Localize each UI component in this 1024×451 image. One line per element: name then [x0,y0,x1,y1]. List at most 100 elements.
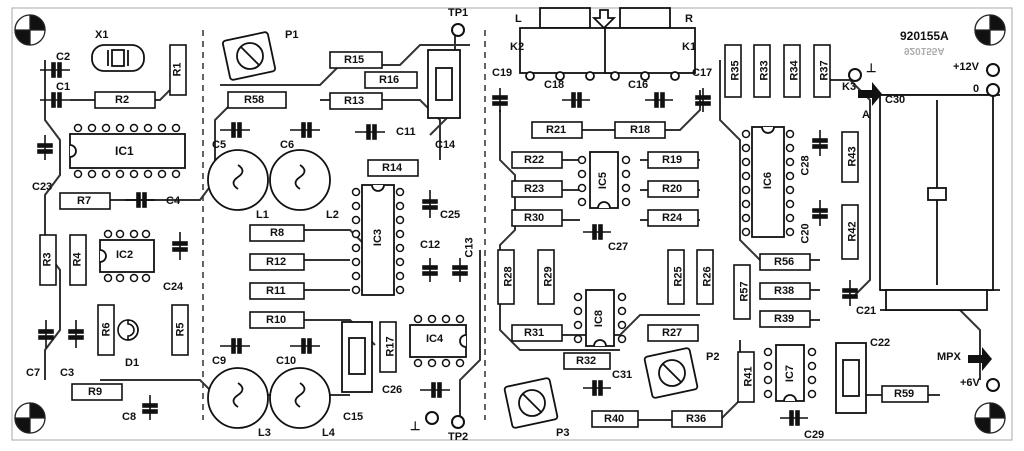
diode-d1 [117,319,139,341]
label-r56: R56 [774,256,795,268]
label-c30: C30 [885,94,906,106]
label-plus6v: +6V [960,377,980,389]
fiducial-bottom-left [14,402,46,434]
label-r31: R31 [524,327,545,339]
label-r38: R38 [774,285,795,297]
label-r34: R34 [788,60,801,81]
label-k2: K2 [510,41,525,53]
label-p3: P3 [556,427,570,439]
label-r2: R2 [115,94,130,106]
ic5-package [577,151,631,209]
label-l4: L4 [322,427,335,439]
label-c28: C28 [799,155,812,176]
label-ic2: IC2 [116,249,134,261]
label-r6: R6 [100,322,113,337]
label-k3: K3 [842,81,857,93]
label-ground-bottom: ⊥ [410,419,421,433]
label-r37: R37 [818,60,831,81]
label-l1: L1 [256,209,269,221]
label-c21: C21 [856,305,877,317]
label-zero: 0 [973,83,980,95]
fiducial-top-right [974,14,1006,46]
potentiometers [222,31,699,429]
label-r29: R29 [542,266,555,287]
label-tp1: TP1 [448,7,469,19]
label-c16: C16 [628,79,649,91]
label-c13: C13 [463,237,476,258]
label-c9: C9 [212,355,227,367]
fiducial-bottom-right [974,402,1006,434]
label-c2: C2 [56,51,71,63]
label-c23: C23 [32,181,53,193]
label-r57: R57 [738,281,751,302]
label-d1: D1 [125,357,140,369]
crystal-x1 [91,44,145,72]
label-r4: R4 [71,252,84,267]
label-c11: C11 [396,126,416,138]
label-c7: C7 [26,367,41,379]
label-r20: R20 [662,183,683,195]
label-r32: R32 [576,355,597,367]
label-r33: R33 [758,60,771,81]
inductors [207,149,331,429]
label-r59: R59 [894,388,915,400]
label-ic1: IC1 [115,144,134,158]
label-ic4: IC4 [426,333,444,345]
label-r58: R58 [244,94,265,106]
label-c18: C18 [544,79,565,91]
label-c15: C15 [343,411,364,423]
label-r21: R21 [546,124,567,136]
label-c29: C29 [804,429,825,441]
label-c25: C25 [440,209,461,221]
label-c1: C1 [56,81,71,93]
label-c19: C19 [492,67,513,79]
label-c5: C5 [212,139,227,151]
board-id-mirrored: 920155A [904,45,945,56]
electrolytic-caps [341,49,994,414]
label-ic3: IC3 [372,228,385,247]
label-r41: R41 [742,366,755,387]
label-ground-top: ⊥ [866,61,877,75]
fiducial-top-left [14,14,46,46]
label-mpx: MPX [937,351,961,363]
label-ic6: IC6 [762,171,775,190]
ic8-package [573,289,627,347]
label-r42: R42 [846,221,859,242]
label-k1: K1 [682,41,697,53]
label-c4: C4 [166,195,181,207]
connection-arrows [858,82,992,371]
label-r11: R11 [266,285,286,297]
label-ic7: IC7 [784,364,797,383]
label-ic5: IC5 [597,171,610,190]
resistor-bodies [39,44,929,428]
label-tp2: TP2 [448,431,469,443]
label-r7: R7 [77,195,92,207]
label-r17: R17 [384,336,397,357]
label-c31: C31 [612,369,633,381]
label-p2: P2 [706,351,720,363]
label-l3: L3 [258,427,271,439]
label-c20: C20 [799,223,812,244]
label-a: A [862,109,870,121]
label-left: L [515,13,522,25]
ic3-package [351,184,405,296]
label-r28: R28 [502,266,515,287]
ceramic-caps [37,62,858,426]
label-r39: R39 [774,313,795,325]
label-c26: C26 [382,384,403,396]
test-points [425,23,1000,429]
label-r13: R13 [344,95,365,107]
board-id: 920155A [900,29,949,43]
label-r23: R23 [524,183,545,195]
label-c8: C8 [122,411,137,423]
label-c3: C3 [60,367,75,379]
label-c6: C6 [280,139,295,151]
label-c10: C10 [276,355,297,367]
label-r12: R12 [266,256,287,268]
label-c17: C17 [692,67,713,79]
ic1-package [69,123,186,179]
label-r40: R40 [604,413,625,425]
label-r35: R35 [729,60,742,81]
